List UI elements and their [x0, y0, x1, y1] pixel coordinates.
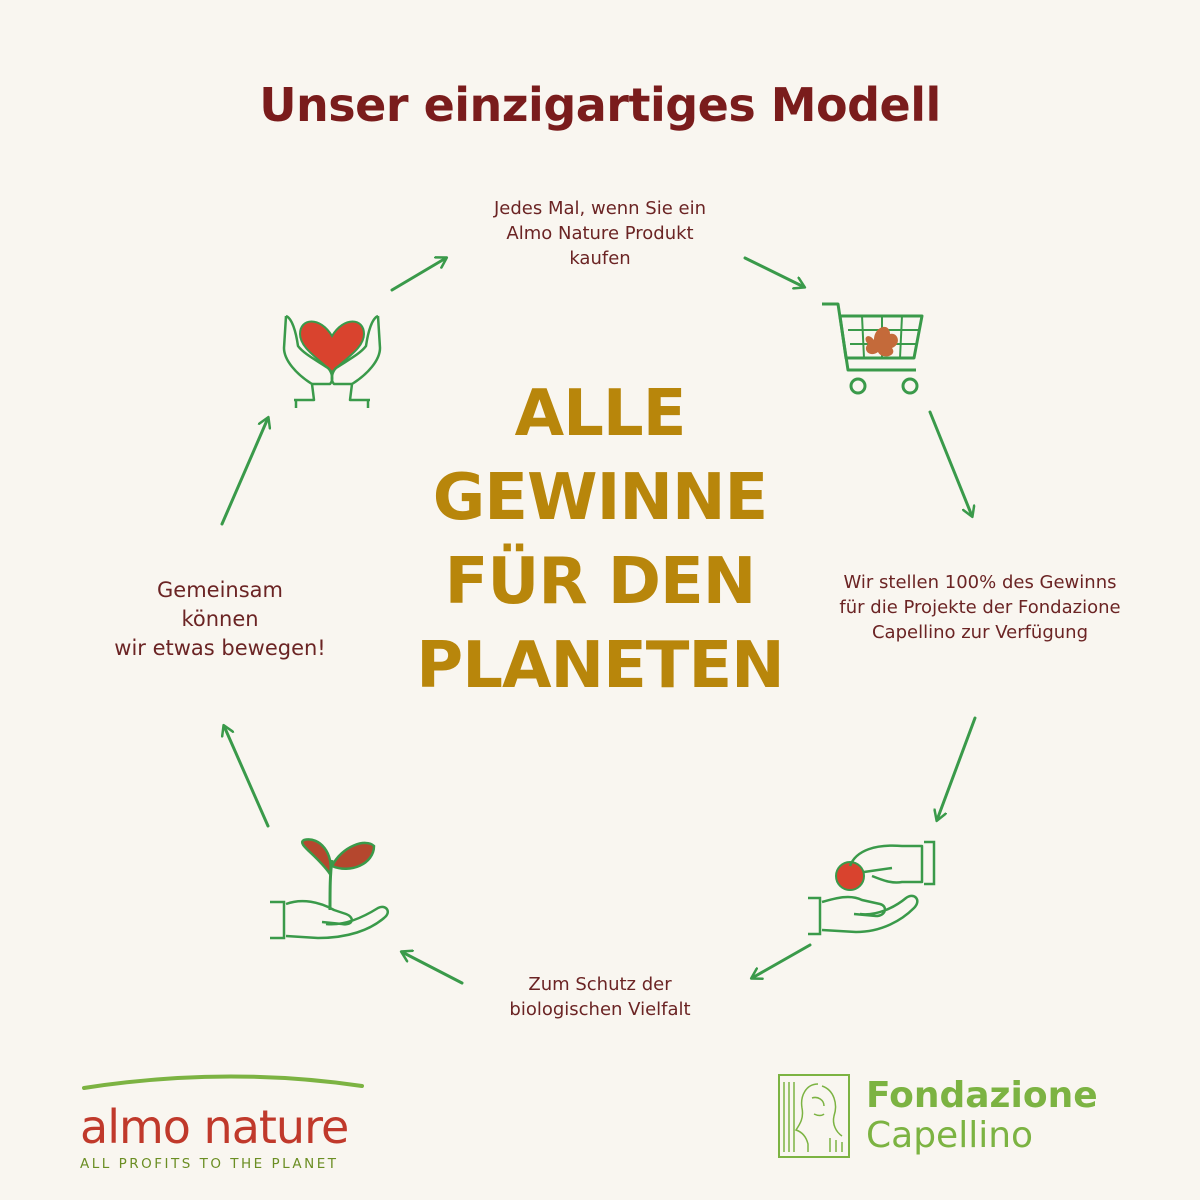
step-left-line3: wir etwas bewegen! [114, 636, 326, 660]
arrow-right-lower [937, 716, 977, 820]
page-title: Unser einzigartiges Modell [259, 78, 941, 132]
fondazione-wordmark: Fondazione Capellino [866, 1076, 1098, 1156]
arrow-bottom-right [752, 943, 812, 978]
step-right-text: Wir stellen 100% des Gewinns für die Pro… [790, 570, 1170, 645]
arrow-bottom-left [402, 952, 464, 985]
step-left-text: Gemeinsam können wir etwas bewegen! [60, 576, 380, 663]
center-line3: FÜR DEN [444, 545, 757, 619]
seedling-hand-icon [270, 838, 389, 940]
fondazione-line2: Capellino [866, 1115, 1034, 1156]
center-headline: ALLE GEWINNE FÜR DEN PLANETEN [380, 372, 820, 708]
center-line1: ALLE [514, 377, 687, 451]
heart-hands-icon [282, 314, 382, 408]
step-left-line1: Gemeinsam [157, 578, 283, 602]
giving-hands-icon [808, 840, 936, 936]
arrow-left-upper [220, 418, 268, 526]
almo-nature-logo: almo nature ALL PROFITS TO THE PLANET [80, 1070, 370, 1172]
step-bottom-line2: biologischen Vielfalt [509, 999, 691, 1020]
fondazione-emblem-icon [778, 1074, 850, 1158]
fondazione-line1: Fondazione [866, 1075, 1098, 1116]
step-right-line3: Capellino zur Verfügung [871, 622, 1089, 643]
center-line4: PLANETEN [416, 629, 784, 703]
arrow-right-upper [928, 410, 972, 516]
step-top-text: Jedes Mal, wenn Sie ein Almo Nature Prod… [420, 196, 780, 271]
step-top-line2: Almo Nature Produkt [506, 223, 694, 244]
step-bottom-text: Zum Schutz der biologischen Vielfalt [450, 972, 750, 1022]
step-bottom-line1: Zum Schutz der [528, 974, 672, 995]
step-left-line2: können [181, 607, 259, 631]
shopping-cart-icon [822, 302, 924, 395]
step-top-line3: kaufen [569, 248, 631, 269]
arrow-top-right [743, 256, 804, 287]
fondazione-capellino-logo: Fondazione Capellino [778, 1074, 1138, 1164]
almo-arc-icon [82, 1074, 364, 1090]
arrow-top-left [390, 258, 446, 292]
center-line2: GEWINNE [432, 461, 769, 535]
arrow-left-lower [224, 726, 270, 828]
step-right-line1: Wir stellen 100% des Gewinns [843, 572, 1117, 593]
step-right-line2: für die Projekte der Fondazione [839, 597, 1121, 618]
step-top-line1: Jedes Mal, wenn Sie ein [493, 198, 707, 219]
almo-nature-tagline: ALL PROFITS TO THE PLANET [80, 1156, 339, 1172]
almo-nature-wordmark: almo nature [80, 1100, 349, 1154]
